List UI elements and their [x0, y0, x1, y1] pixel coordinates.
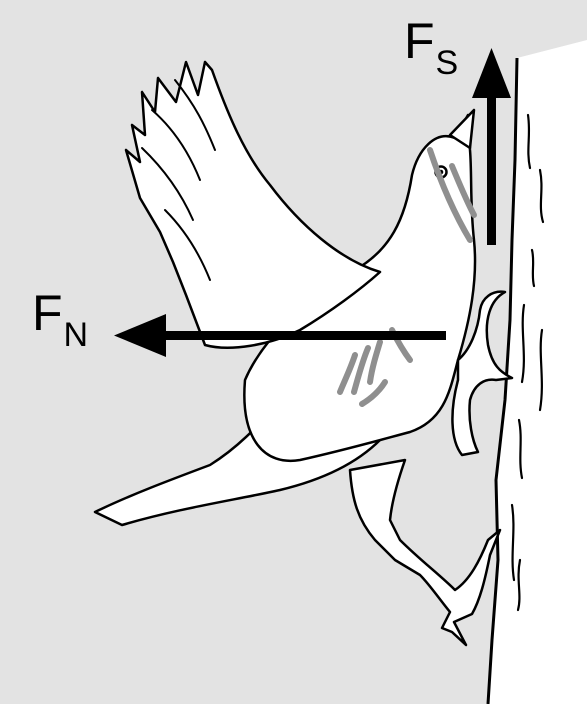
wing-feathers: [141, 79, 216, 281]
force-subscript: S: [435, 44, 459, 82]
grey-markings: [337, 147, 477, 407]
bark-texture: [510, 113, 545, 612]
bird-lower-leg: [348, 458, 502, 647]
bird-upper-foot: [451, 290, 514, 457]
force-arrow-n: [114, 314, 446, 357]
force-subscript: N: [63, 316, 89, 354]
bird-beak: [448, 108, 476, 150]
bird-climbing-icon: [93, 60, 514, 647]
force-symbol: F: [32, 285, 63, 341]
tree-wall: [486, 40, 587, 704]
force-label-s: FS: [404, 13, 458, 80]
force-arrow-s: [472, 48, 511, 245]
force-symbol: F: [404, 13, 435, 69]
force-label-n: FN: [32, 285, 88, 352]
